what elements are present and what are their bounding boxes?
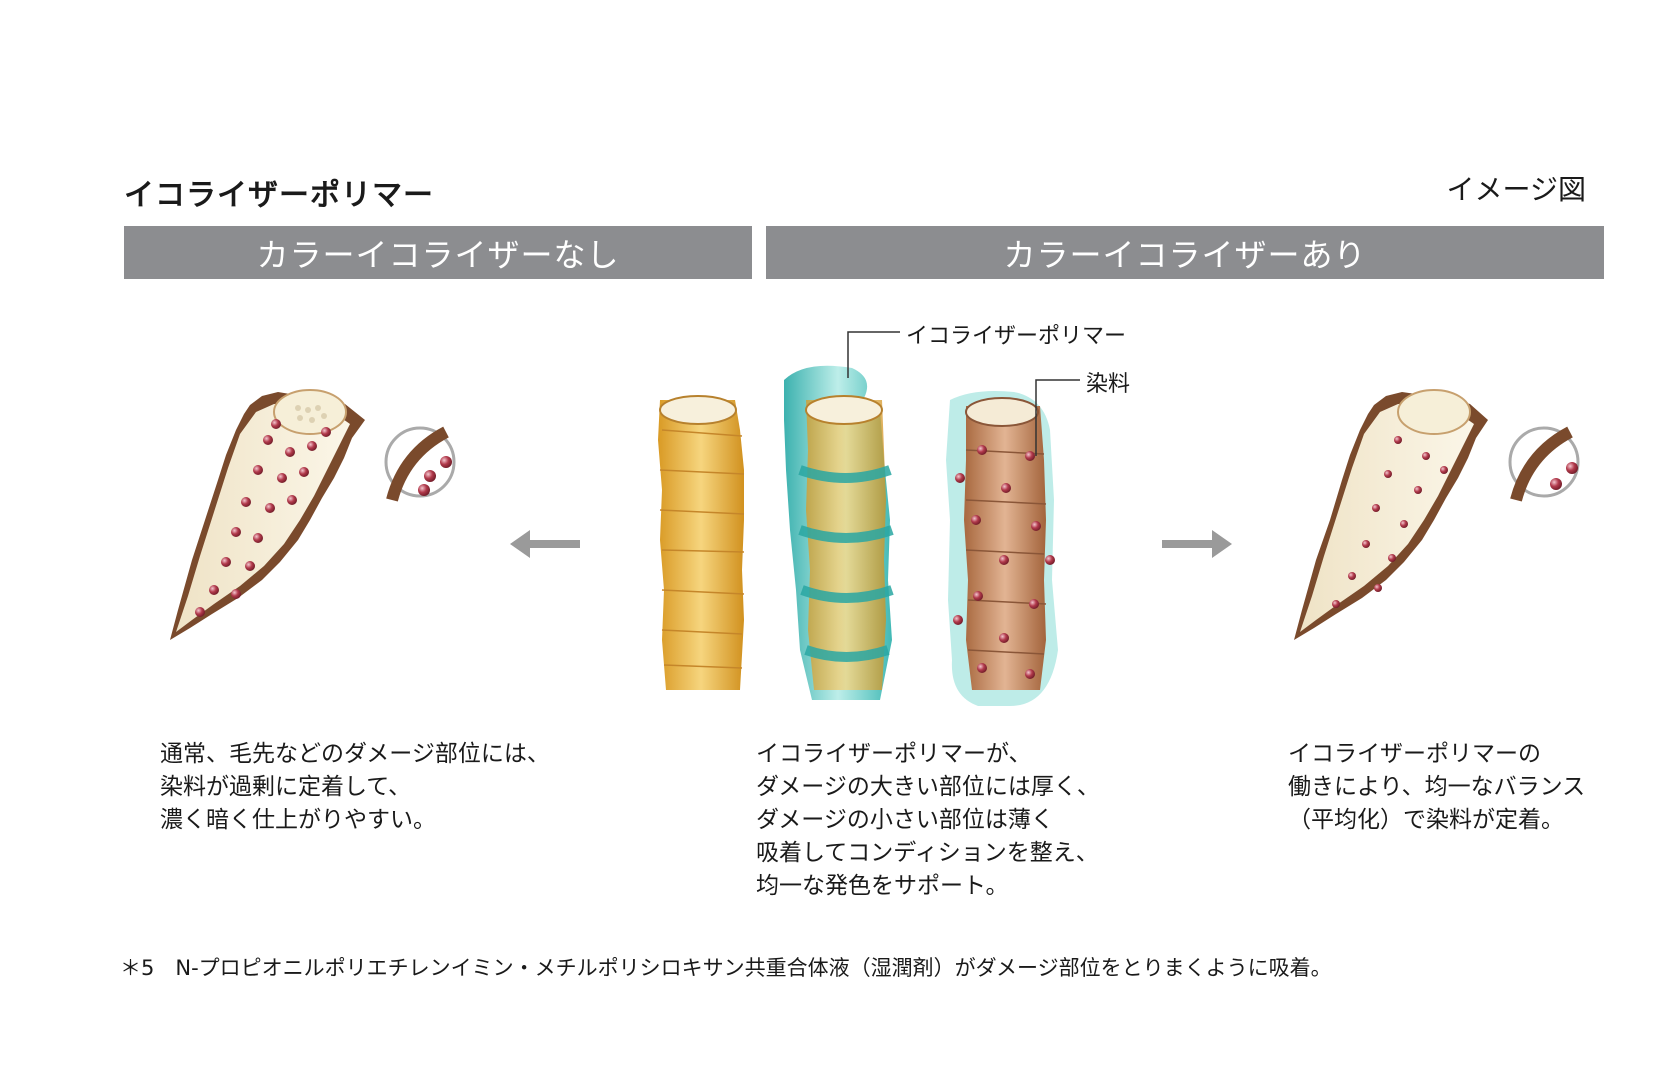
hair-tip-with-illustration <box>1294 389 1580 640</box>
caption-center: イコライザーポリマーが、 ダメージの大きい部位には厚く、 ダメージの小さい部位は… <box>756 741 1100 899</box>
footnote: ＊5 N-プロピオニルポリエチレンイミン・メチルポリシロキサン共重合体液（湿潤剤… <box>120 956 1332 980</box>
caption-left: 通常、毛先などのダメージ部位には、 染料が過剰に定着して、 濃く暗く仕上がりやす… <box>160 741 550 833</box>
hair-dyed-illustration <box>946 391 1058 706</box>
dye-label: 染料 <box>1086 372 1131 397</box>
hair-plain-illustration <box>658 395 745 690</box>
page-title: イコライザーポリマー <box>124 178 434 213</box>
hair-polymer-illustration <box>784 365 894 700</box>
band-with-equalizer: カラーイコライザーあり <box>766 226 1604 279</box>
image-note: イメージ図 <box>1446 173 1586 206</box>
dye-leader-line <box>1035 379 1080 456</box>
arrow-left-icon <box>510 530 580 558</box>
caption-right: イコライザーポリマーの 働きにより、均一なバランス （平均化）で染料が定着。 <box>1288 741 1586 833</box>
polymer-leader-line <box>847 331 900 378</box>
polymer-label: イコライザーポリマー <box>906 324 1127 349</box>
band-without-equalizer: カラーイコライザーなし <box>124 226 752 279</box>
arrow-right-icon <box>1162 530 1232 558</box>
hair-tip-without-illustration <box>170 389 456 640</box>
